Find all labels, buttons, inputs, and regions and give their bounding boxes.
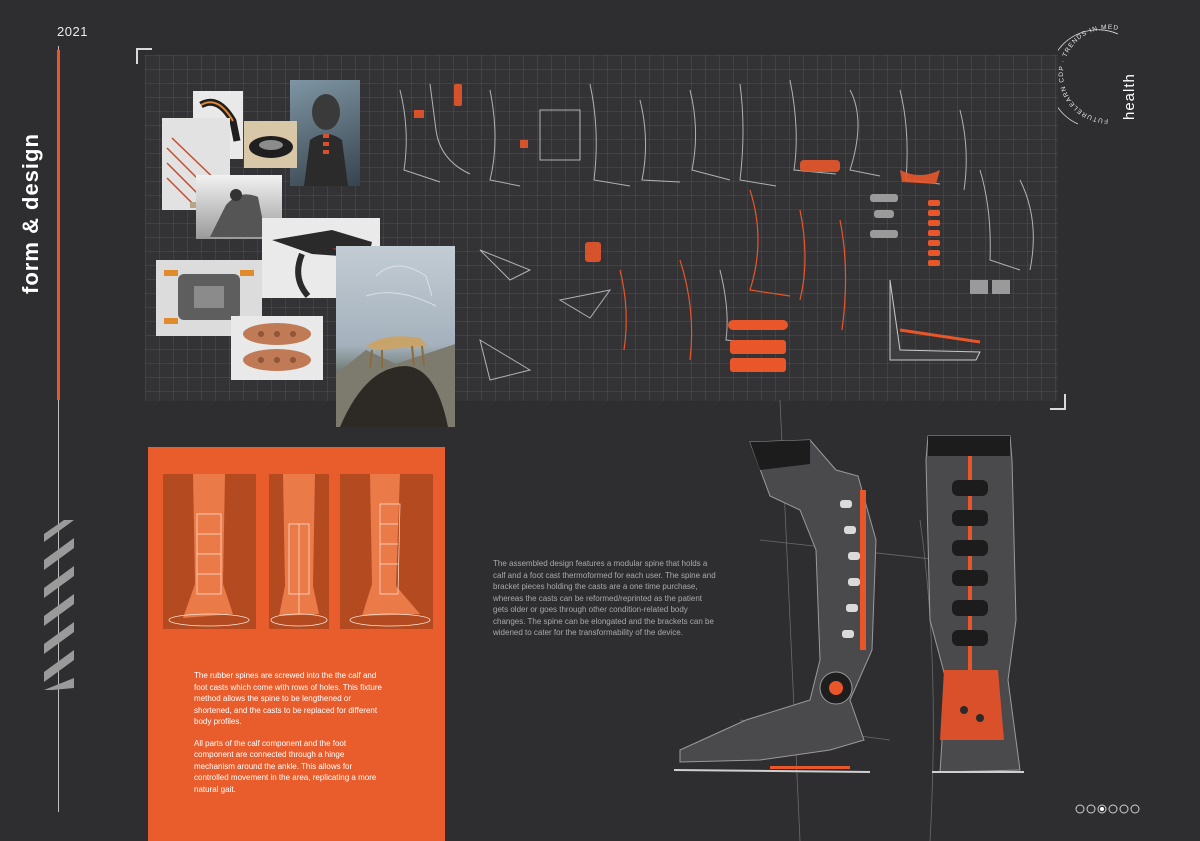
moodboard-photo-shoe <box>244 121 297 168</box>
leg-render-back <box>269 474 329 629</box>
page-dot-5 <box>1119 804 1129 814</box>
product-render <box>673 400 1024 841</box>
leg-render-side <box>340 474 433 629</box>
side-accent-bar <box>57 50 60 400</box>
page-title: form & design <box>18 133 43 294</box>
corner-bracket-top-left <box>136 48 152 64</box>
side-rule <box>58 46 59 812</box>
page-dot-6 <box>1130 804 1140 814</box>
design-description: The assembled design features a modular … <box>493 559 716 637</box>
page-dot-active-marker <box>1100 807 1104 811</box>
sketch-area <box>399 79 1034 381</box>
page-dot-2 <box>1086 804 1096 814</box>
page-dot-4 <box>1108 804 1118 814</box>
corner-bracket-bottom-right <box>1050 394 1066 410</box>
orange-paragraph-2: All parts of the calf component and the … <box>194 738 377 794</box>
moodboard-photo-cheetah <box>336 246 455 427</box>
orange-panel-text: The rubber spines are screwed into the t… <box>194 670 384 805</box>
year-label: 2021 <box>57 24 88 39</box>
hatch-decoration <box>44 520 74 690</box>
badge-word: health <box>1121 73 1138 120</box>
leg-render-front <box>163 474 256 629</box>
orange-paragraph-1: The rubber spines are screwed into the t… <box>194 671 382 726</box>
moodboard-photo-sole <box>231 316 323 380</box>
moodboard-photo-helmet <box>290 80 360 186</box>
course-badge: FUTURELEARN CDP · TRENDS IN MED <box>1058 24 1120 125</box>
page-dot-3 <box>1097 804 1107 814</box>
svg-text:FUTURELEARN CDP · TRENDS IN ME: FUTURELEARN CDP · TRENDS IN MED <box>1058 24 1120 124</box>
page-dot-1 <box>1075 804 1085 814</box>
badge-ring-text: FUTURELEARN CDP · TRENDS IN MED <box>1058 24 1119 124</box>
pagination-dots[interactable] <box>1074 803 1144 815</box>
